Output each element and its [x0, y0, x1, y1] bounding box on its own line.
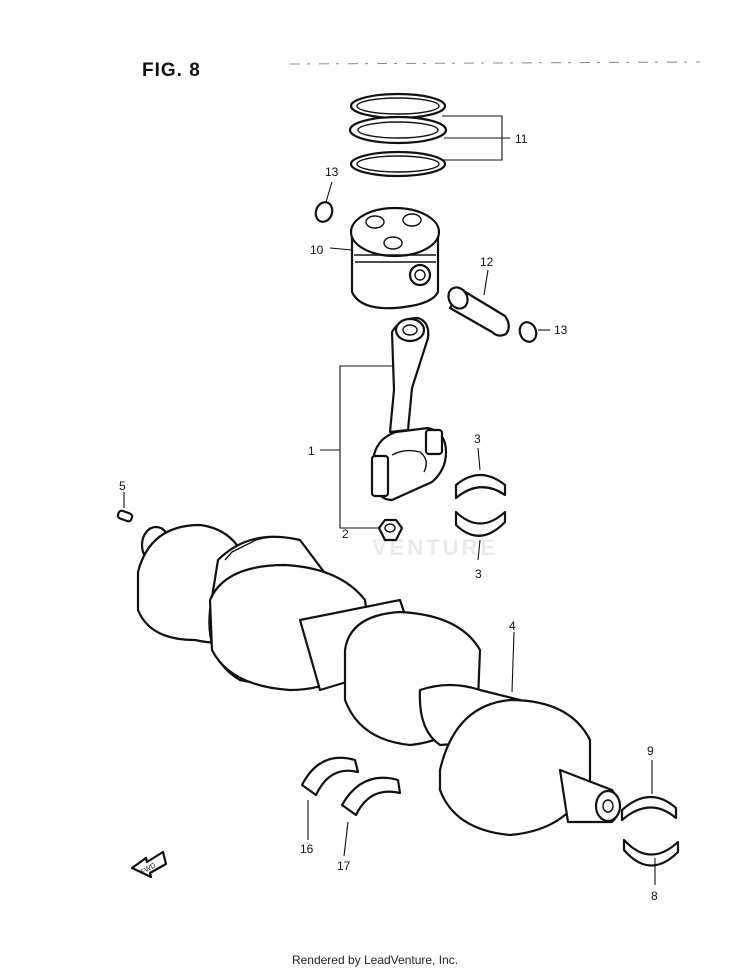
callout-2: 2 [342, 527, 349, 541]
crank-pin-bearing-upper [454, 473, 507, 500]
callout-11: 11 [515, 132, 528, 146]
callout-10: 10 [310, 243, 324, 257]
circlip-lower [518, 321, 538, 343]
callout-1: 1 [308, 444, 315, 458]
piston [349, 206, 441, 310]
connecting-rod [370, 316, 448, 502]
callout-13-lower: 13 [554, 323, 568, 337]
thrust-bearing-17 [340, 776, 402, 817]
journal-bearing-8 [622, 838, 680, 867]
callout-3-upper: 3 [474, 432, 481, 446]
thrust-bearing-16 [300, 756, 360, 797]
callout-13-upper: 13 [325, 165, 339, 179]
callout-9: 9 [647, 744, 654, 758]
callout-3-lower: 3 [475, 567, 482, 581]
callout-17: 17 [337, 859, 351, 873]
leader-lines [123, 115, 656, 885]
dowel-pin [116, 509, 134, 523]
callout-16: 16 [300, 842, 314, 856]
fwd-arrow-icon: FWD [130, 850, 168, 879]
footer-credit: Rendered by LeadVenture, Inc. [291, 953, 459, 967]
piston-rings [348, 92, 448, 178]
callout-8: 8 [651, 889, 658, 903]
crank-pin-bearing-lower [454, 510, 507, 537]
header-dashes [289, 61, 701, 65]
piston-pin [447, 286, 510, 337]
callout-5: 5 [119, 479, 126, 493]
callout-4: 4 [509, 619, 516, 633]
callout-12: 12 [480, 255, 494, 269]
figure-title: FIG. 8 [142, 60, 201, 81]
circlip-upper [314, 201, 334, 223]
journal-bearing-9 [620, 795, 678, 822]
callouts: 11 13 10 12 13 1 3 2 3 5 4 9 8 16 17 [119, 132, 658, 903]
rod-nut [377, 518, 404, 542]
crankshaft [136, 523, 622, 837]
